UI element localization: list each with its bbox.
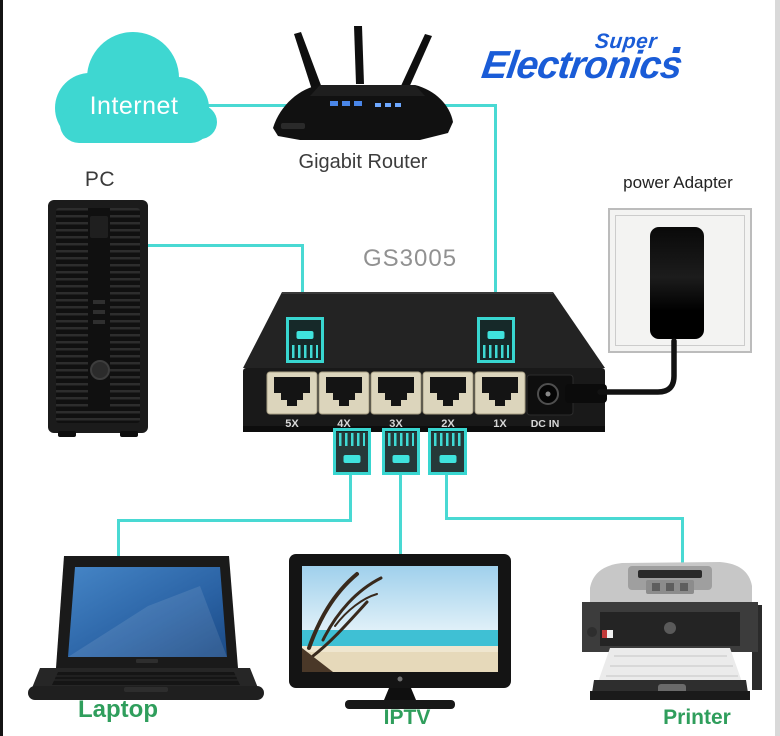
rj45-pin-bar	[343, 455, 361, 463]
pc-power-button	[90, 360, 110, 380]
line-router-drop	[494, 104, 497, 319]
line-laptop-h	[117, 519, 352, 522]
power-adapter-image	[650, 227, 704, 339]
rj45-comb	[339, 433, 365, 446]
rj45-connector-icon	[477, 317, 515, 363]
line-pc-drop	[301, 244, 304, 320]
printer-image	[582, 562, 762, 700]
brand-logo-line2: Electronics	[479, 44, 685, 87]
power-adapter-label: power Adapter	[623, 173, 733, 192]
line-laptop-v1	[349, 473, 352, 522]
right-edge-artifact	[775, 0, 780, 736]
switch-port-cutouts	[274, 377, 518, 406]
line-laptop-v2	[117, 519, 120, 557]
brand-logo: Super Electronics	[470, 24, 740, 94]
rj45-comb	[483, 345, 509, 358]
port-label-dc-in: DC IN	[531, 418, 560, 430]
port-label-4x: 4X	[337, 418, 351, 430]
line-iptv-drop	[399, 473, 402, 555]
line-printer-v1	[445, 473, 448, 520]
pc-optical-drive	[90, 216, 108, 238]
line-pc-horizontal	[143, 244, 304, 247]
rj45-connector-icon	[333, 428, 371, 475]
iptv-label: IPTV	[383, 706, 431, 729]
port-label-5x: 5X	[285, 418, 299, 430]
line-printer-v2	[681, 517, 684, 564]
dc-plug	[565, 384, 607, 403]
pc-front-column	[88, 208, 110, 408]
line-printer-h	[445, 517, 684, 520]
rj45-connector-icon	[286, 317, 324, 363]
router-label: Gigabit Router	[298, 151, 428, 173]
router-image	[273, 26, 453, 140]
left-edge-artifact	[0, 0, 3, 736]
rj45-comb	[388, 433, 414, 446]
rj45-pin-bar	[392, 455, 410, 463]
pc-foot	[58, 431, 76, 437]
printer-label: Printer	[663, 706, 731, 729]
rj45-pin-bar	[296, 331, 314, 339]
pc-io-slot	[93, 310, 105, 314]
internet-cloud	[55, 32, 217, 143]
switch-model-label: GS3005	[363, 245, 458, 272]
pc-label: PC	[84, 168, 116, 191]
pc-io-slot	[93, 320, 105, 324]
rj45-pin-bar	[487, 331, 505, 339]
port-label-1x: 1X	[493, 418, 507, 430]
laptop-label: Laptop	[78, 696, 158, 723]
iptv-image	[289, 554, 511, 709]
rj45-connector-icon	[428, 428, 467, 475]
rj45-pin-bar	[439, 455, 456, 463]
rj45-connector-icon	[382, 428, 420, 475]
port-label-3x: 3X	[389, 418, 403, 430]
port-label-2x: 2X	[441, 418, 455, 430]
pc-foot	[120, 431, 138, 437]
internet-label: Internet	[89, 92, 179, 120]
pc-io-slot	[93, 300, 105, 304]
rj45-comb	[434, 433, 461, 446]
wall-plate	[608, 208, 752, 353]
laptop-image	[28, 556, 264, 700]
pc-image	[48, 200, 148, 437]
rj45-comb	[292, 345, 318, 358]
